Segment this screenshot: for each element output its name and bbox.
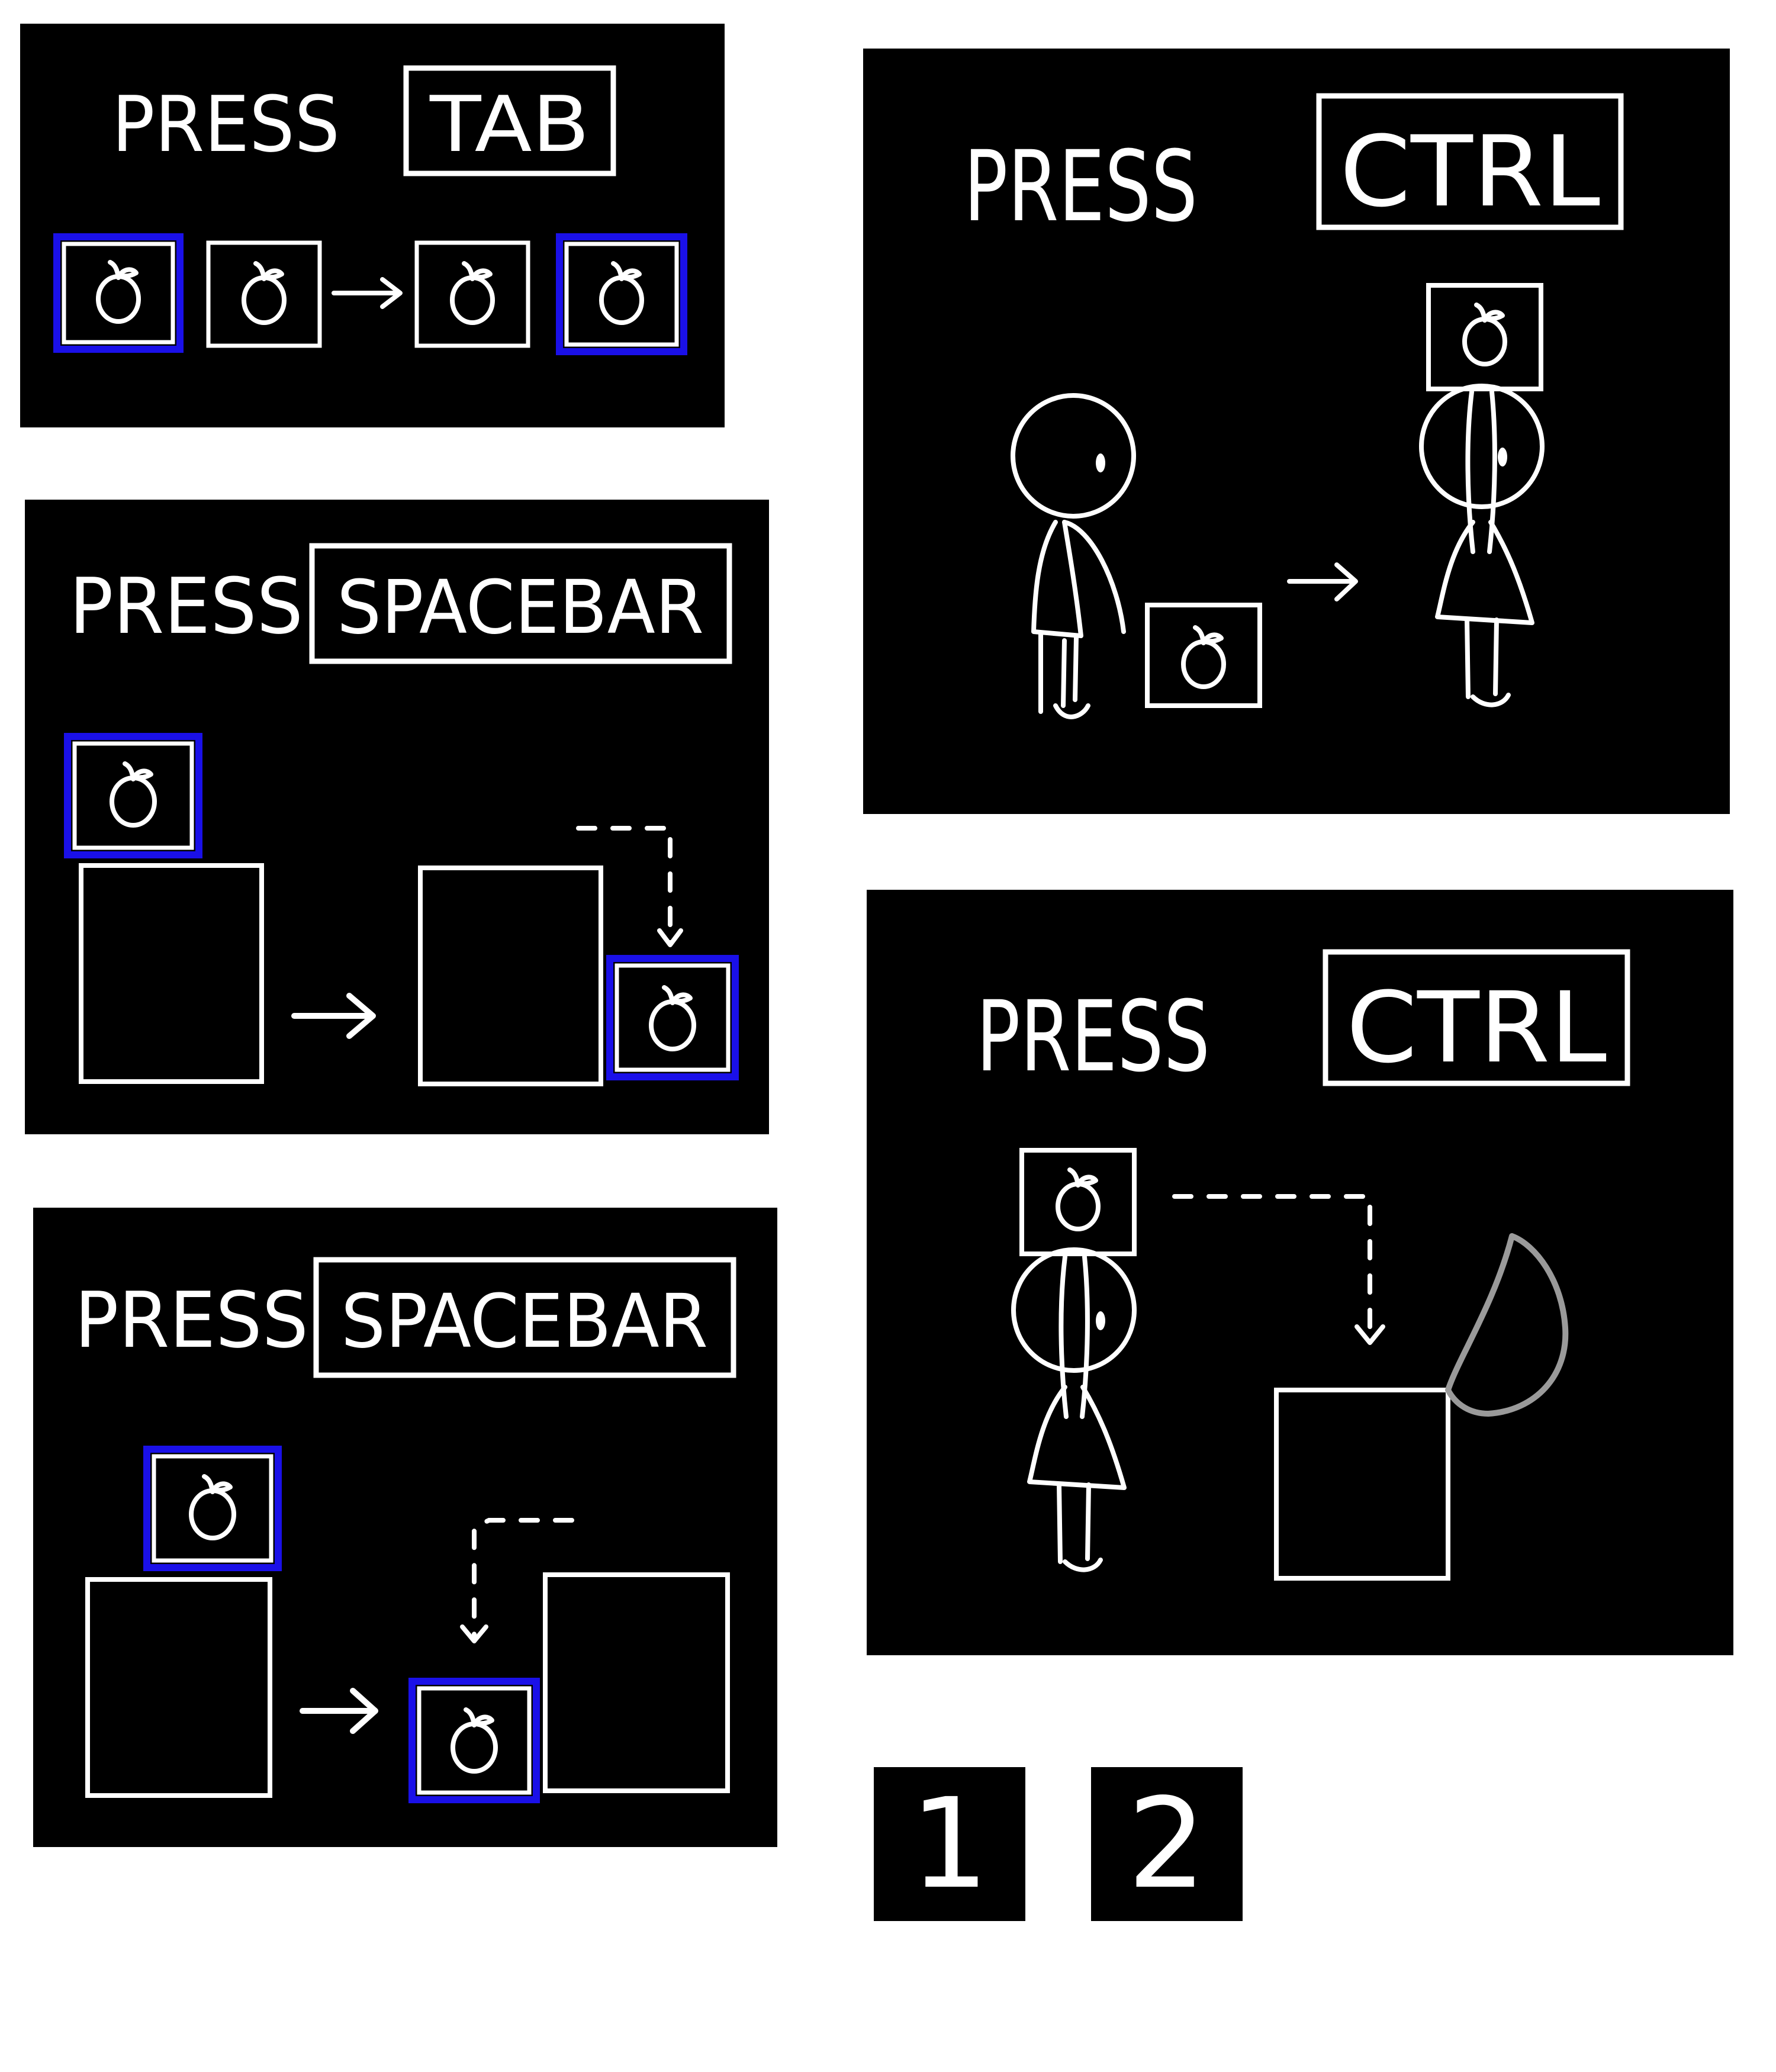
press-label: PRESS bbox=[964, 130, 1198, 243]
number-tile-2: 2 bbox=[1091, 1767, 1243, 1921]
apple-icon bbox=[96, 260, 141, 324]
press-label: PRESS bbox=[112, 79, 340, 169]
key-cap bbox=[1316, 93, 1624, 230]
selected-item bbox=[606, 955, 739, 1080]
spacebar-panel-2: PRESS SPACEBAR bbox=[33, 1208, 777, 1847]
held-item bbox=[1426, 283, 1543, 391]
tab-illustration: PRESS TAB bbox=[53, 65, 687, 355]
ctrl-panel-2: PRESS CTRL bbox=[867, 890, 1733, 1655]
ctrl-illustration-2: PRESS CTRL bbox=[976, 949, 1630, 1581]
item-slot bbox=[1145, 603, 1262, 708]
box-lid bbox=[1445, 1233, 1569, 1417]
arrow-right-icon bbox=[300, 1688, 378, 1734]
apple-icon bbox=[110, 761, 157, 828]
key-label: SPACEBAR bbox=[337, 565, 704, 651]
item-slot bbox=[206, 240, 322, 348]
key-cap bbox=[403, 65, 616, 176]
selected-item-slot bbox=[53, 233, 184, 353]
selected-item bbox=[143, 1446, 282, 1571]
key-cap bbox=[1323, 949, 1630, 1086]
key-label: SPACEBAR bbox=[341, 1279, 708, 1365]
selected-item-slot bbox=[556, 233, 687, 355]
number-tile-label: 1 bbox=[910, 1771, 989, 1916]
spacebar-illustration-1: PRESS SPACEBAR bbox=[64, 543, 739, 1086]
dashed-arrow-down-icon bbox=[576, 826, 683, 947]
key-label: TAB bbox=[429, 79, 590, 169]
container-box bbox=[85, 1577, 272, 1798]
apple-icon bbox=[1056, 1167, 1101, 1231]
apple-icon bbox=[450, 261, 495, 325]
held-item bbox=[1019, 1148, 1137, 1256]
spacebar-panel-1: PRESS SPACEBAR bbox=[25, 500, 769, 1134]
number-tile-label: 2 bbox=[1127, 1771, 1206, 1916]
key-label: CTRL bbox=[1346, 971, 1607, 1085]
apple-icon bbox=[599, 261, 644, 325]
tab-panel: PRESS TAB bbox=[20, 24, 725, 427]
press-label: PRESS bbox=[75, 1275, 308, 1365]
dashed-arrow-down-icon bbox=[1172, 1194, 1385, 1345]
apple-icon bbox=[649, 985, 696, 1051]
press-label: PRESS bbox=[69, 561, 303, 651]
item-slot bbox=[414, 240, 530, 348]
apple-icon bbox=[242, 261, 287, 325]
ctrl-illustration-1: PRESS CTRL bbox=[964, 93, 1624, 719]
container-box bbox=[79, 863, 264, 1084]
press-label: PRESS bbox=[976, 980, 1210, 1093]
stick-figure-icon bbox=[1011, 393, 1136, 719]
arrow-right-icon bbox=[332, 277, 403, 309]
apple-icon bbox=[1181, 625, 1226, 689]
arrow-right-icon bbox=[1287, 562, 1358, 601]
apple-icon bbox=[189, 1474, 236, 1540]
selected-item bbox=[64, 733, 202, 858]
container-box bbox=[543, 1572, 730, 1793]
dashed-arrow-down-icon bbox=[460, 1518, 574, 1643]
stick-figure-icon bbox=[1011, 1148, 1137, 1572]
arrow-right-icon bbox=[291, 993, 376, 1039]
container-box bbox=[1274, 1388, 1450, 1581]
open-box-icon bbox=[1274, 1233, 1569, 1581]
container-box bbox=[418, 866, 603, 1086]
stick-figure-icon bbox=[1419, 283, 1545, 707]
number-tile-1: 1 bbox=[874, 1767, 1025, 1921]
key-label: CTRL bbox=[1340, 115, 1600, 229]
selected-item bbox=[408, 1678, 540, 1803]
apple-icon bbox=[451, 1707, 498, 1774]
key-cap bbox=[309, 543, 732, 664]
key-cap bbox=[313, 1257, 736, 1378]
apple-icon bbox=[1462, 303, 1507, 366]
spacebar-illustration-2: PRESS SPACEBAR bbox=[75, 1257, 736, 1803]
ctrl-panel-1: PRESS CTRL bbox=[863, 49, 1730, 814]
